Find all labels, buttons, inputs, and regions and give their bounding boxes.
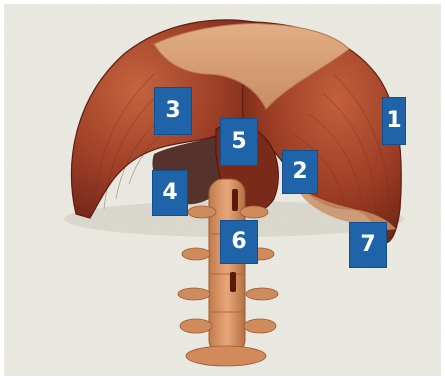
- label-5: 5: [220, 118, 258, 166]
- label-7: 7: [349, 222, 387, 268]
- label-4: 4: [152, 170, 188, 216]
- label-3: 3: [154, 87, 192, 135]
- diaphragm-illustration: [4, 4, 441, 376]
- label-1: 1: [382, 97, 406, 145]
- label-6: 6: [220, 220, 258, 264]
- label-2: 2: [282, 150, 318, 194]
